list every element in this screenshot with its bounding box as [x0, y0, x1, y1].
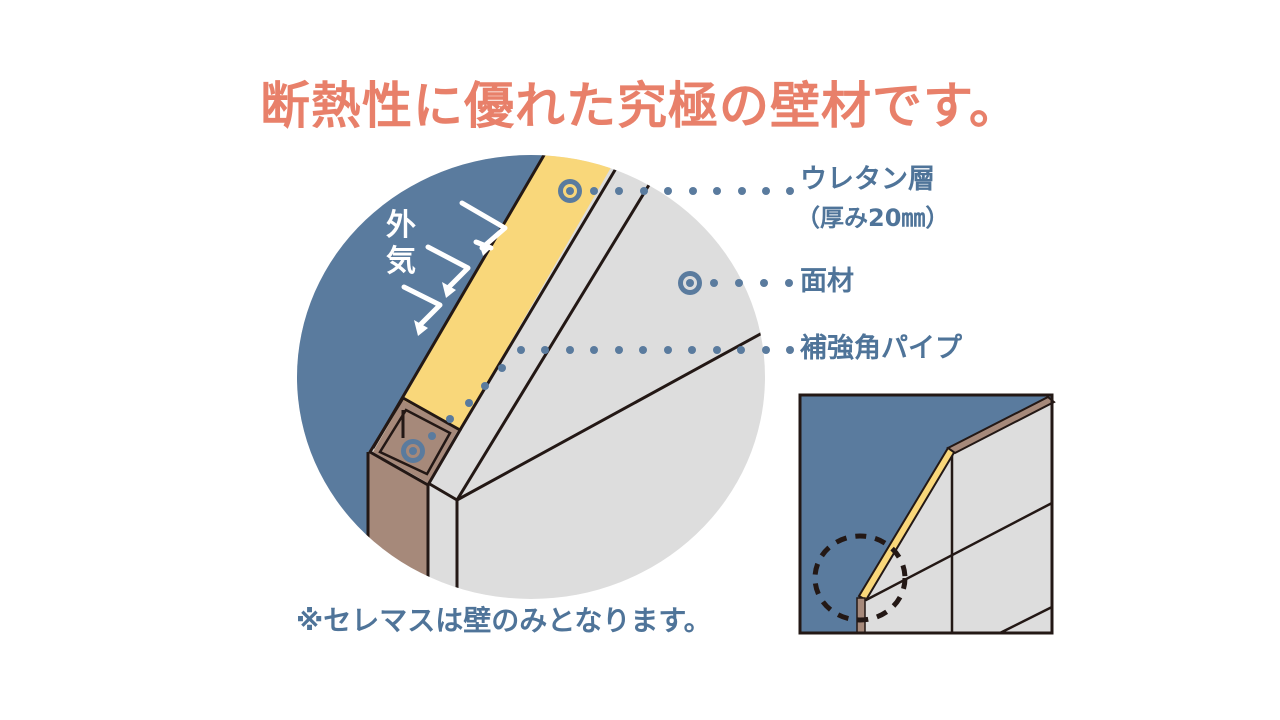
outside-air-region — [297, 155, 547, 599]
callout-urethane-thickness: （厚み20㎜） — [796, 204, 950, 232]
magnify-indicator-circle — [812, 533, 908, 623]
callout-urethane-layer: ウレタン層 — [800, 164, 935, 195]
callout-facing-material: 面材 — [800, 266, 854, 297]
arrow-head-icon — [478, 240, 492, 256]
footnote: ※セレマスは壁のみとなります。 — [296, 604, 712, 637]
callout-leaders — [401, 179, 794, 463]
outside-air-label: 外気 — [386, 208, 416, 279]
page-title: 断熱性に優れた究極の壁材です。 — [260, 77, 1020, 135]
magnified-wall-view — [297, 155, 765, 599]
callout-reinforcing-pipe: 補強角パイプ — [800, 333, 962, 364]
urethane-layer — [373, 155, 621, 452]
overview-inset — [798, 393, 1056, 635]
